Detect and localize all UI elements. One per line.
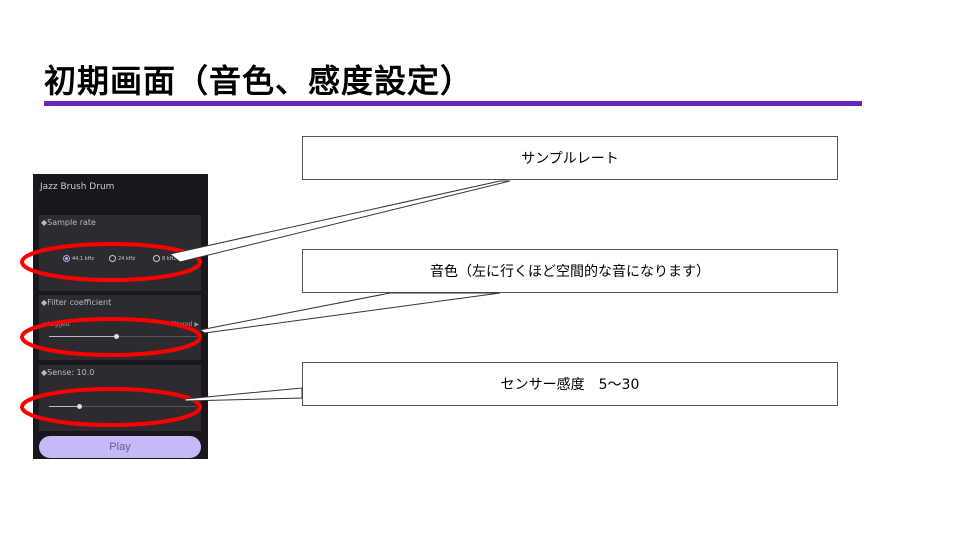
slider-thumb[interactable] [76, 404, 82, 409]
sense-label: ◆Sense: 10.0 [41, 368, 95, 377]
sense-card: ◆Sense: 10.0 [39, 365, 201, 431]
radio-8khz[interactable]: 8 kHz [153, 255, 176, 262]
slide-title: 初期画面（音色、感度設定） [44, 62, 474, 100]
radio-selected-icon [63, 255, 70, 262]
radio-44khz[interactable]: 44.1 kHz [63, 255, 94, 262]
radio-icon [109, 255, 116, 262]
play-button[interactable]: Play [39, 436, 201, 458]
radio-24khz[interactable]: 24 kHz [109, 255, 135, 262]
filter-slider[interactable] [49, 334, 197, 339]
sense-slider[interactable] [49, 404, 197, 409]
radio-icon [153, 255, 160, 262]
slider-thumb[interactable] [113, 334, 119, 339]
filter-left-label: ◀ Lagged [41, 321, 70, 328]
sample-rate-label: ◆Sample rate [41, 218, 96, 227]
slider-fill [49, 336, 116, 337]
title-underline [44, 101, 862, 106]
filter-label: ◆Filter coefficient [41, 298, 112, 307]
callout-tone: 音色（左に行くほど空間的な音になります） [302, 249, 838, 293]
callout-sample-rate: サンプルレート [302, 136, 838, 180]
callout-pointer-2 [198, 292, 501, 334]
app-screenshot: Jazz Brush Drum ◆Sample rate 44.1 kHz 24… [33, 174, 208, 459]
slider-fill [49, 406, 79, 407]
callout-sensitivity: センサー感度 5～30 [302, 362, 838, 406]
radio-label: 44.1 kHz [72, 255, 95, 262]
radio-label: 24 kHz [118, 255, 136, 262]
filter-card: ◆Filter coefficient ◀ Lagged Filtered ▶ [39, 295, 201, 360]
sample-rate-card: ◆Sample rate 44.1 kHz 24 kHz 8 kHz [39, 215, 201, 291]
radio-label: 8 kHz [162, 255, 177, 262]
filter-right-label: Filtered ▶ [170, 321, 199, 328]
app-title: Jazz Brush Drum [40, 182, 115, 192]
